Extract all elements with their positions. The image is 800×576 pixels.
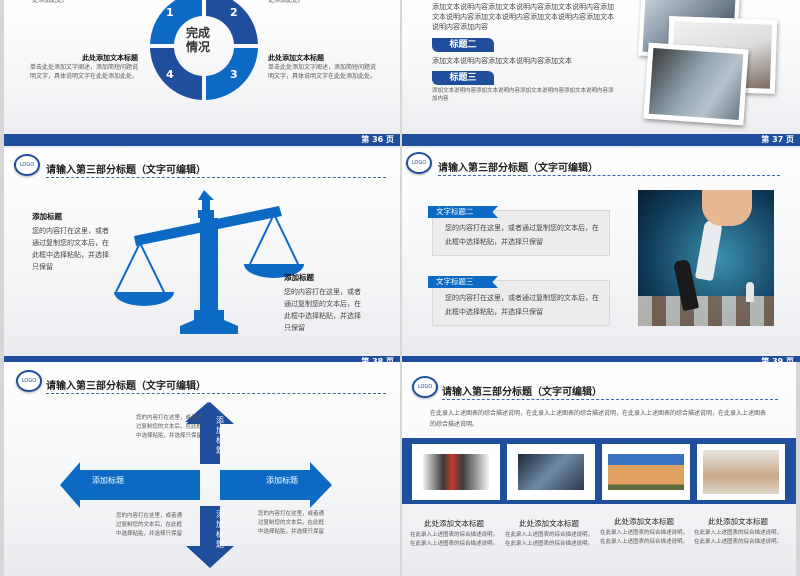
logo: LOGO bbox=[16, 370, 42, 392]
block-title: 添加标题 bbox=[284, 273, 314, 282]
block-title: 此处添加文本标题 bbox=[268, 54, 324, 62]
slide-arrows[interactable]: LOGO 请输入第三部分标题（文字可编辑） 添加标题 添加标题 添加标题 添加标… bbox=[4, 362, 400, 576]
paragraph-1: 添加文本说明内容添加文本说明内容添加文本说明内容添加文本说明内容添加文本说明内容… bbox=[432, 3, 614, 31]
photo-card-1 bbox=[412, 444, 500, 500]
label-title-3: 标题三 bbox=[432, 71, 494, 85]
right-text-block: 添加标题 您的内容打在这里，或者通过复制您的文本后，在此框中选择粘贴，并选择只保… bbox=[284, 272, 364, 334]
cycle-diagram bbox=[150, 0, 258, 100]
text-box-3: 您的内容打在这里，或者通过复制您的文本后，在此框中选择粘贴，并选择只保留 bbox=[432, 280, 610, 326]
block-body: 您的内容打在这里，或者通过复制您的文本后，在此框中选择粘贴，并选择只保留 bbox=[32, 227, 109, 271]
arrow-up-label: 添加标题 bbox=[216, 416, 224, 455]
photo-card-3 bbox=[602, 444, 690, 500]
right-text-block: 此处添加文本标题 单击此处添加文字阐述，添加简短问题说明文字，具体说明文字在此处… bbox=[268, 53, 378, 81]
fragment-text: 处添加此处。 bbox=[268, 0, 305, 4]
slide-36[interactable]: 处添加此处。 处添加此处。 1 2 3 4 完成 情况 此处添加文本标题 单击此… bbox=[4, 0, 400, 148]
cross-arrows-diagram bbox=[60, 402, 332, 568]
block-title: 此处添加文本标题 bbox=[82, 54, 138, 62]
page-number: 第 37 页 bbox=[402, 134, 800, 146]
card-body: 在此录入上述图表的综合描述说明，在此录入上述图表的综合描述说明。 bbox=[694, 530, 783, 545]
section-title[interactable]: 请输入第三部分标题（文字可编辑） bbox=[438, 163, 598, 174]
slide-cards[interactable]: LOGO 请输入第三部分标题（文字可编辑） 在此录入上述图表的综合描述说明，在此… bbox=[402, 362, 796, 576]
page-number: 第 36 页 bbox=[4, 134, 400, 146]
text-bottom-left: 您的内容打在这里，或者通过复制您的文本后，在此框中选择粘贴，并选择只保留 bbox=[116, 513, 183, 537]
card-body: 在此录入上述图表的综合描述说明，在此录入上述图表的综合描述说明。 bbox=[505, 532, 594, 547]
card-caption-2: 此处添加文本标题 在此录入上述图表的综合描述说明，在此录入上述图表的综合描述说明… bbox=[505, 518, 593, 549]
page-number: 第 39 页 bbox=[402, 356, 800, 362]
block-body: 单击此处添加文字阐述，添加简短问题说明文字，具体说明文字在此处添加此处。 bbox=[268, 64, 377, 80]
slide-38[interactable]: LOGO 请输入第三部分标题（文字可编辑） 添加标题 您的内容打在这里，或者通过… bbox=[4, 148, 400, 362]
text-box-2: 您的内容打在这里，或者通过复制您的文本后，在此框中选择粘贴，并选择只保留 bbox=[432, 210, 610, 256]
label-text-title-3: 文字标题三 bbox=[428, 276, 498, 288]
left-text-block: 此处添加文本标题 单击此处添加文字阐述，添加简短问题说明文字，具体说明文字在此处… bbox=[30, 53, 138, 81]
arrow-right-label: 添加标题 bbox=[266, 476, 298, 485]
center-label: 完成 情况 bbox=[186, 26, 210, 54]
card-title: 此处添加文本标题 bbox=[708, 517, 768, 526]
title-underline bbox=[442, 399, 778, 400]
page-number: 第 38 页 bbox=[4, 356, 400, 362]
box-body: 您的内容打在这里，或者通过复制您的文本后，在此框中选择粘贴，并选择只保留 bbox=[445, 224, 599, 246]
card-caption-3: 此处添加文本标题 在此录入上述图表的综合描述说明，在此录入上述图表的综合描述说明… bbox=[600, 516, 688, 547]
text-bottom-right: 您的内容打在这里，或者通过复制您的文本后，在此框中选择粘贴，并选择只保留 bbox=[258, 511, 325, 535]
photo-card-2 bbox=[507, 444, 595, 500]
segment-3: 3 bbox=[230, 68, 238, 81]
chess-image bbox=[638, 190, 774, 326]
photo-laptop-meeting bbox=[643, 42, 749, 126]
section-title[interactable]: 请输入第三部分标题（文字可编辑） bbox=[46, 381, 206, 392]
label-text-title-2: 文字标题二 bbox=[428, 206, 498, 218]
photo-strip bbox=[402, 438, 796, 504]
logo: LOGO bbox=[406, 152, 432, 174]
block-body: 单击此处添加文字阐述，添加简短问题说明文字，具体说明文字在此处添加此处。 bbox=[30, 64, 139, 80]
arrow-down-label: 添加标题 bbox=[216, 510, 224, 549]
segment-1: 1 bbox=[166, 6, 174, 19]
paragraph-3: 添加文本说明内容添加文本说明内容添加文本说明内容添加文本说明内容添加内容 bbox=[432, 88, 614, 102]
card-title: 此处添加文本标题 bbox=[519, 519, 579, 528]
segment-4: 4 bbox=[166, 68, 174, 81]
slide-39[interactable]: LOGO 请输入第三部分标题（文字可编辑） 您的内容打在这里，或者通过复制您的文… bbox=[402, 148, 800, 362]
scale-icon bbox=[114, 190, 304, 334]
left-text-block: 添加标题 您的内容打在这里，或者通过复制您的文本后，在此框中选择粘贴，并选择只保… bbox=[32, 211, 112, 273]
center-label-line2: 情况 bbox=[186, 40, 211, 54]
card-title: 此处添加文本标题 bbox=[614, 517, 674, 526]
section-title[interactable]: 请输入第三部分标题（文字可编辑） bbox=[442, 387, 602, 398]
center-label-line1: 完成 bbox=[186, 26, 211, 40]
title-underline bbox=[438, 175, 780, 176]
title-underline bbox=[46, 177, 386, 178]
box-body: 您的内容打在这里，或者通过复制您的文本后，在此框中选择粘贴，并选择只保留 bbox=[445, 294, 599, 316]
block-body: 您的内容打在这里，或者通过复制您的文本后，在此框中选择粘贴，并选择只保留 bbox=[284, 288, 361, 332]
paragraph-2: 添加文本说明内容添加文本说明内容添加文本 bbox=[432, 57, 572, 65]
text-top-left: 您的内容打在这里，或者通过复制您的文本后，在此框中选择粘贴，并选择只保留 bbox=[136, 415, 203, 439]
label-title-2: 标题二 bbox=[432, 38, 494, 52]
arrow-left-label: 添加标题 bbox=[92, 476, 124, 485]
logo: LOGO bbox=[14, 154, 40, 176]
title-underline bbox=[46, 393, 386, 394]
card-caption-4: 此处添加文本标题 在此录入上述图表的综合描述说明，在此录入上述图表的综合描述说明… bbox=[694, 516, 782, 547]
description: 在此录入上述图表的综合描述说明，在此录入上述图表的综合描述说明，在此录入上述图表… bbox=[430, 410, 767, 428]
section-title[interactable]: 请输入第三部分标题（文字可编辑） bbox=[46, 165, 206, 176]
segment-2: 2 bbox=[230, 6, 238, 19]
photo-card-4 bbox=[697, 444, 785, 500]
block-title: 添加标题 bbox=[32, 212, 62, 221]
card-body: 在此录入上述图表的综合描述说明，在此录入上述图表的综合描述说明。 bbox=[600, 530, 689, 545]
fragment-text: 处添加此处。 bbox=[32, 0, 69, 4]
card-title: 此处添加文本标题 bbox=[424, 519, 484, 528]
card-body: 在此录入上述图表的综合描述说明，在此录入上述图表的综合描述说明。 bbox=[410, 532, 499, 547]
logo: LOGO bbox=[412, 376, 438, 398]
card-caption-1: 此处添加文本标题 在此录入上述图表的综合描述说明，在此录入上述图表的综合描述说明… bbox=[410, 518, 498, 549]
slide-37[interactable]: 添加文本说明内容添加文本说明内容添加文本说明内容添加文本说明内容添加文本说明内容… bbox=[402, 0, 800, 148]
